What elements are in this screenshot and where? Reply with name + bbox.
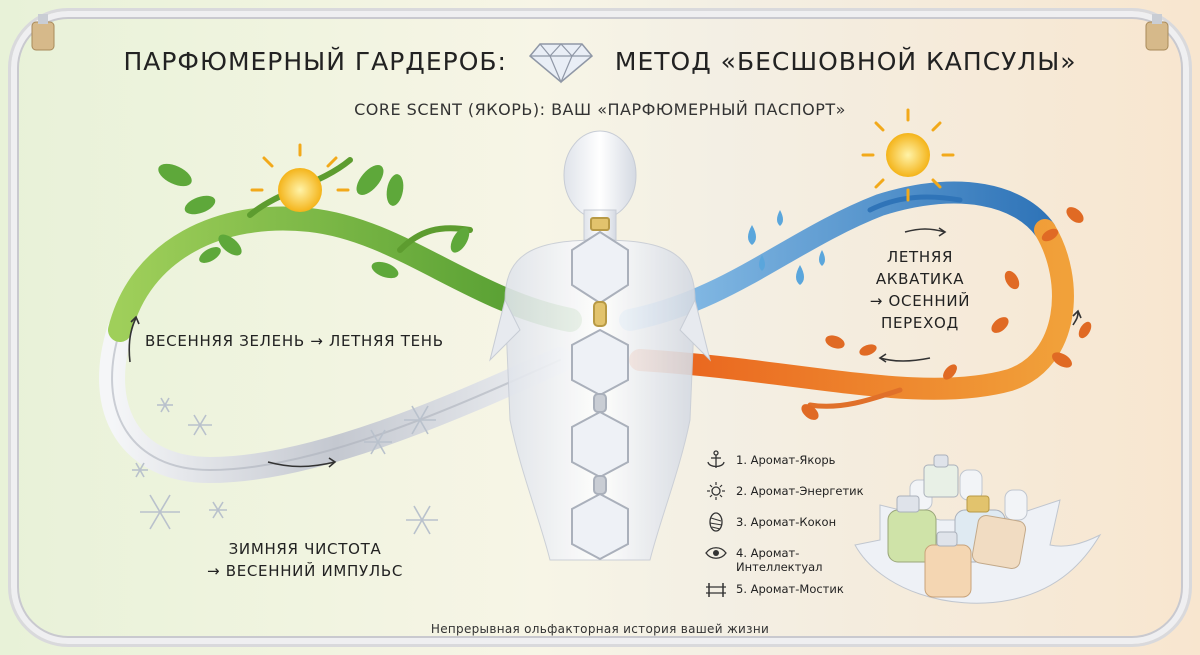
sun-right [861, 108, 955, 202]
bridge-icon [706, 583, 726, 597]
legend-label-intellect-line2: Интеллектуал [736, 560, 823, 574]
legend-item-bridge: 5. Аромат-Мостик [704, 579, 864, 610]
corner-atomizer-left [31, 14, 55, 51]
title-left: ПАРФЮМЕРНЫЙ ГАРДЕРОБ: [123, 46, 507, 76]
direction-arrows [128, 227, 1082, 468]
eye-icon [705, 547, 727, 559]
legend-item-anchor: 1. Аромат-Якорь [704, 450, 864, 481]
bottle-chain [571, 217, 629, 561]
legend: 1. Аромат-Якорь 2. Аромат-Энергетик 3. А… [704, 450, 864, 610]
water-drops [748, 210, 825, 285]
cocoon-icon [709, 512, 723, 532]
legend-item-cocoon: 3. Аромат-Кокон [704, 512, 864, 543]
spring-branch [108, 206, 582, 342]
title-right: МЕТОД «БЕСШОВНОЙ КАПСУЛЫ» [614, 46, 1077, 76]
silver-frame [8, 8, 1192, 647]
label-winter-spring: ЗИМНЯЯ ЧИСТОТА → ВЕСЕННИЙ ИМПУЛЬС [205, 538, 405, 582]
summer-label-line2: АКВАТИКА [875, 270, 965, 288]
footer-caption: Непрерывная ольфакторная история вашей ж… [430, 622, 770, 636]
label-summer-autumn: ЛЕТНЯЯ АКВАТИКА → ОСЕННИЙ ПЕРЕХОД [850, 246, 990, 334]
legend-label-bridge: 5. Аромат-Мостик [736, 582, 844, 596]
legend-text-intellect: 4. Аромат- Интеллектуал [736, 543, 823, 574]
legend-label-anchor: 1. Аромат-Якорь [736, 453, 836, 467]
summer-label-line3: → ОСЕННИЙ [869, 292, 971, 310]
diamond-icon [528, 38, 594, 84]
winter-label-line2: → ВЕСЕННИЙ ИМПУЛЬС [206, 562, 404, 580]
subtitle: CORE SCENT (ЯКОРЬ): ВАШ «ПАРФЮМЕРНЫЙ ПАС… [354, 100, 846, 119]
spring-label: ВЕСЕННЯЯ ЗЕЛЕНЬ → ЛЕТНЯЯ ТЕНЬ [145, 332, 444, 350]
sun-left [250, 143, 350, 212]
summer-label-line4: ПЕРЕХОД [881, 314, 959, 332]
anchor-icon [707, 450, 725, 468]
sun-icon [707, 482, 725, 500]
autumn-leaves [801, 207, 1092, 420]
page-title: ПАРФЮМЕРНЫЙ ГАРДЕРОБ: МЕТОД «БЕСШОВНОЙ К… [0, 38, 1200, 84]
legend-label-energy: 2. Аромат-Энергетик [736, 484, 864, 498]
winter-label-line1: ЗИМНЯЯ ЧИСТОТА [228, 540, 382, 558]
legend-label-cocoon: 3. Аромат-Кокон [736, 515, 837, 529]
legend-label-intellect-line1: 4. Аромат- [736, 546, 800, 560]
summer-label-line1: ЛЕТНЯЯ [886, 248, 954, 266]
label-spring-summer: ВЕСЕННЯЯ ЗЕЛЕНЬ → ЛЕТНЯЯ ТЕНЬ [145, 330, 455, 352]
corner-atomizer-right [1145, 14, 1169, 51]
autumn-branch [629, 219, 1074, 400]
legend-item-intellect: 4. Аромат- Интеллектуал [704, 543, 864, 579]
snowflakes [132, 397, 438, 535]
legend-item-energy: 2. Аромат-Энергетик [704, 481, 864, 512]
hand-with-bottles [854, 454, 1102, 604]
leaf-cluster [158, 163, 470, 279]
